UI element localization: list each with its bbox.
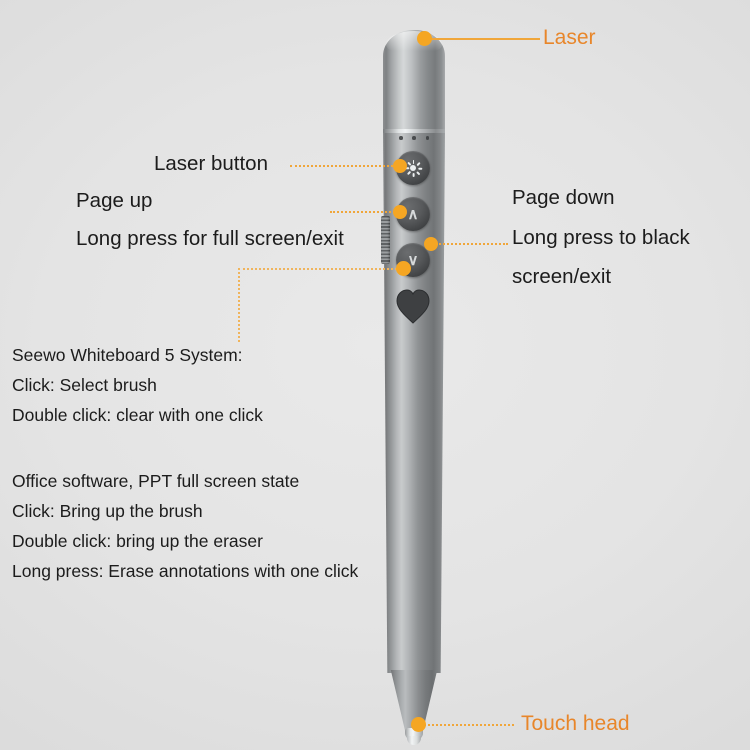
action-button-callout-dot	[396, 261, 411, 276]
stylus-pen-illustration: ∧ ∨	[381, 30, 445, 745]
page-up-detail-label: Long press for full screen/exit	[76, 227, 344, 250]
laser-leader-line	[430, 38, 540, 40]
action-button-leader-horizontal	[238, 268, 405, 270]
page-down-detail-line1: Long press to black	[512, 226, 690, 249]
action-heart-button[interactable]	[395, 288, 431, 324]
action-button-leader-vertical	[238, 268, 240, 342]
notes-two-line-1: Office software, PPT full screen state	[12, 471, 300, 491]
indicator-dots-icon	[399, 136, 429, 142]
page-down-label: Page down	[512, 186, 615, 209]
pen-cap-highlight	[386, 31, 442, 51]
notes-one-line-3: Double click: clear with one click	[12, 405, 263, 425]
touch-head-leader-line	[424, 724, 514, 726]
touch-head-label: Touch head	[521, 712, 630, 735]
notes-two-line-3: Double click: bring up the eraser	[12, 531, 263, 551]
page-down-leader-line	[436, 243, 508, 245]
laser-callout-dot	[417, 31, 432, 46]
notes-two-line-2: Click: Bring up the brush	[12, 501, 203, 521]
page-up-leader-line	[330, 211, 402, 213]
laser-button-callout-dot	[393, 159, 407, 173]
pen-cap-seam	[383, 129, 445, 133]
page-up-label: Page up	[76, 189, 153, 212]
touch-head-callout-dot	[411, 717, 426, 732]
laser-button-leader-line	[290, 165, 405, 167]
chevron-up-icon: ∧	[407, 205, 419, 223]
notes-one-line-1: Seewo Whiteboard 5 System:	[12, 345, 243, 365]
laser-label: Laser	[543, 26, 596, 49]
chevron-down-icon: ∨	[407, 251, 419, 269]
notes-one-line-2: Click: Select brush	[12, 375, 157, 395]
notes-block-one: Seewo Whiteboard 5 System: Click: Select…	[12, 340, 263, 430]
page-up-callout-dot	[393, 205, 407, 219]
power-slider-switch[interactable]	[381, 216, 390, 264]
heart-icon	[396, 289, 430, 324]
page-down-detail-line2: screen/exit	[512, 265, 612, 288]
pen-touch-tip	[407, 736, 421, 745]
page-down-callout-dot	[424, 237, 438, 251]
sun-icon	[404, 159, 422, 177]
notes-block-two: Office software, PPT full screen state C…	[12, 466, 358, 586]
notes-two-line-4: Long press: Erase annotations with one c…	[12, 561, 359, 581]
laser-button-label: Laser button	[154, 152, 268, 175]
